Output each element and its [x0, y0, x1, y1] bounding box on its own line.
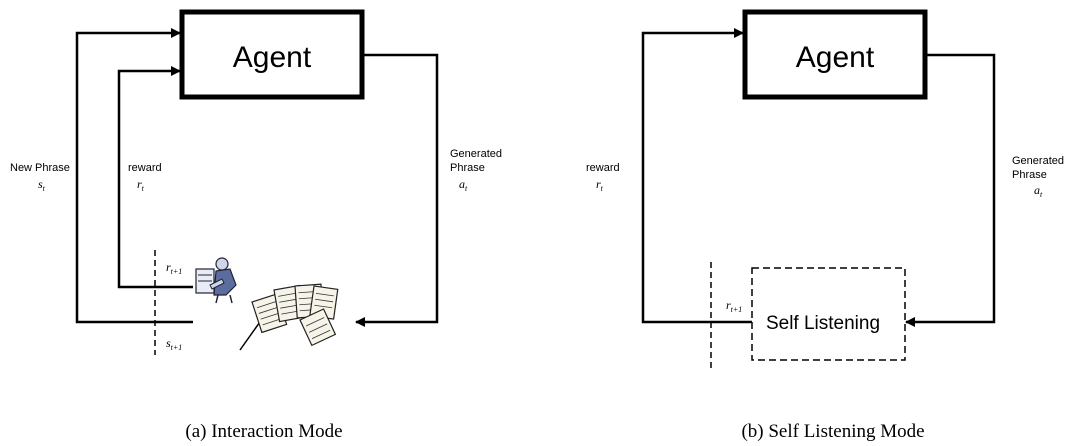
- reward-symbol-a: rt: [137, 177, 145, 193]
- reward-label-a: reward: [128, 162, 162, 174]
- agent-label-a: Agent: [233, 41, 312, 74]
- caption-a: (a) Interaction Mode: [185, 421, 342, 442]
- next-reward-symbol-a: rt+1: [166, 260, 182, 276]
- reward-symbol-b: rt: [596, 177, 604, 193]
- generated-label-line2-b: Phrase: [1012, 169, 1047, 181]
- new-phrase-arrow: [77, 33, 193, 322]
- action-symbol-b: at: [1034, 183, 1043, 199]
- next-state-symbol-a: st+1: [166, 336, 182, 352]
- self-listening-diagram: Agent Self Listening reward rt Generated…: [586, 12, 1064, 442]
- new-phrase-label: New Phrase: [10, 162, 70, 174]
- next-reward-symbol-b: rt+1: [726, 298, 742, 314]
- sheet-music-icon: [252, 284, 338, 345]
- interaction-mode-diagram: Agent New Phrase st reward rt Generated …: [10, 12, 502, 442]
- musician-icon: [196, 258, 236, 303]
- reward-arrow-b: [643, 33, 752, 322]
- reward-label-b: reward: [586, 162, 620, 174]
- agent-label-b: Agent: [796, 41, 875, 74]
- generated-phrase-arrow-a: [356, 55, 437, 322]
- self-listening-label: Self Listening: [766, 313, 880, 334]
- generated-label-line2-a: Phrase: [450, 162, 485, 174]
- generated-label-line1-b: Generated: [1012, 155, 1064, 167]
- new-phrase-symbol: st: [38, 177, 46, 193]
- action-symbol-a: at: [459, 177, 468, 193]
- caption-b: (b) Self Listening Mode: [741, 421, 924, 442]
- generated-label-line1-a: Generated: [450, 148, 502, 160]
- reward-arrow-a: [119, 71, 193, 287]
